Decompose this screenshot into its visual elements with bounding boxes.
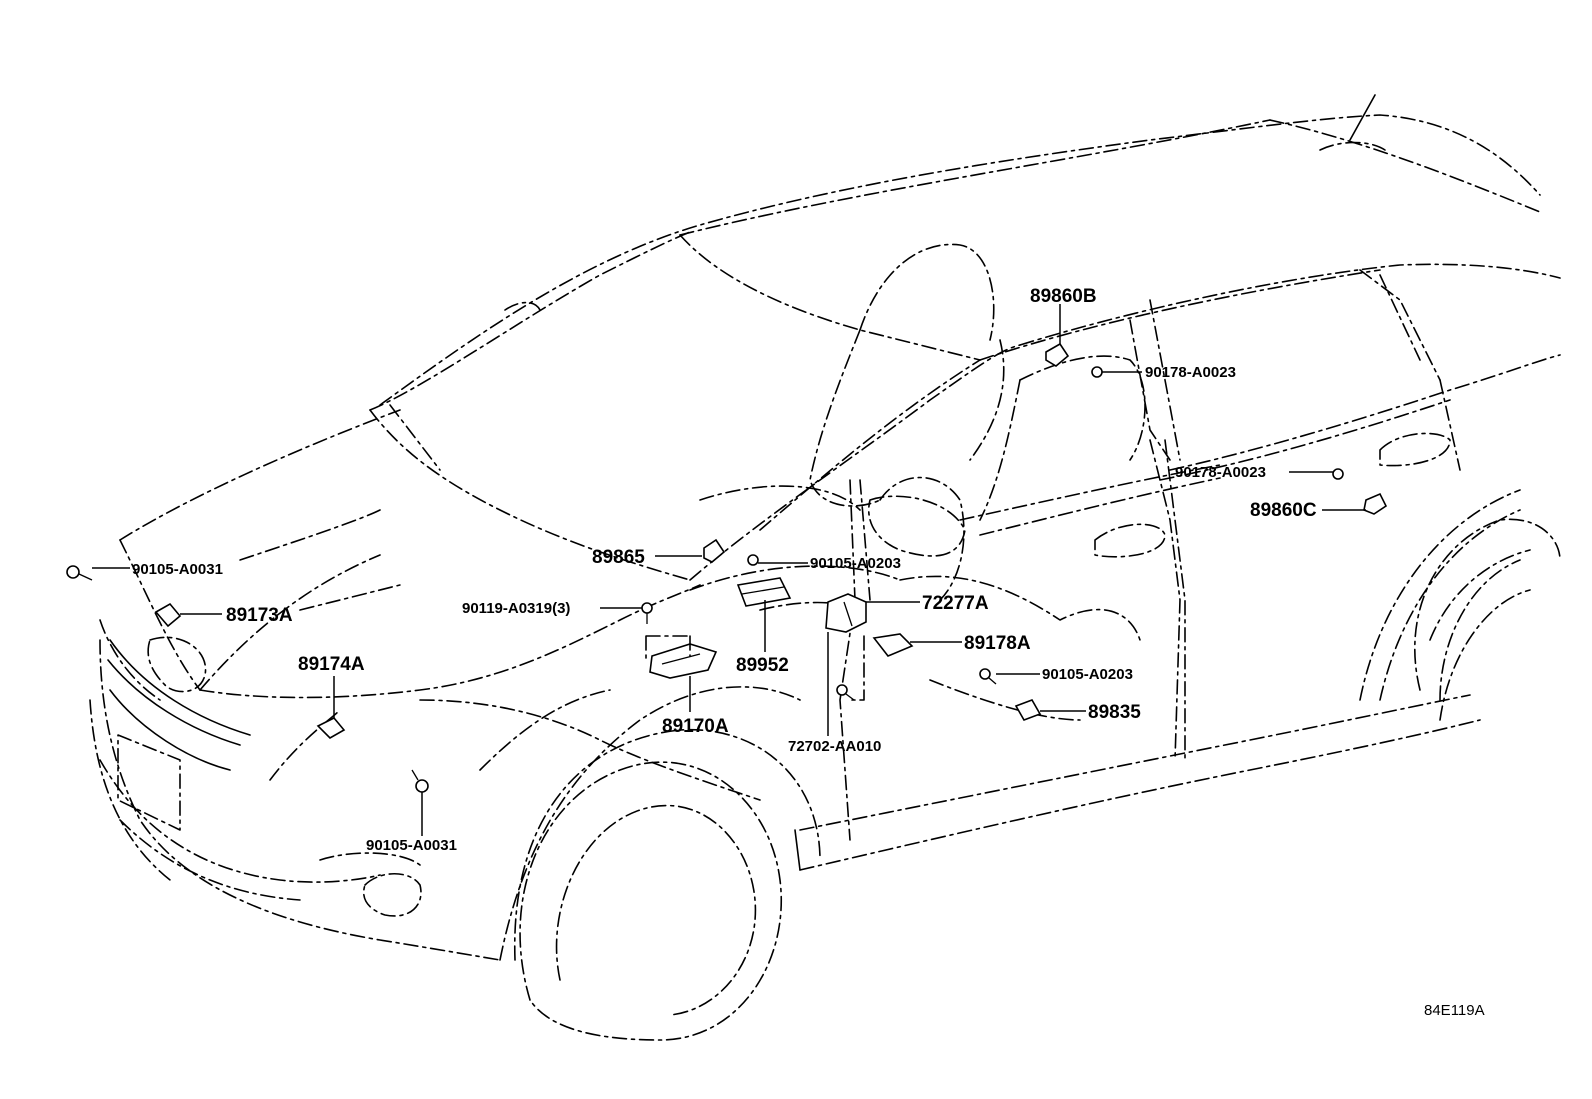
label-90105-A0203-bottom: 90105-A0203 <box>1042 666 1133 683</box>
parts <box>66 342 1388 793</box>
sensor-89178A <box>872 633 914 657</box>
sensor-89860C <box>1332 468 1388 515</box>
label-89860B: 89860B <box>1030 286 1097 307</box>
leader-lines <box>92 304 1366 836</box>
sensor-89865 <box>703 538 759 566</box>
sensor-89174A <box>316 717 346 739</box>
label-89860C: 89860C <box>1250 500 1317 521</box>
vehicle-outline <box>89 94 1561 1041</box>
sensor-89835 <box>1014 699 1042 721</box>
label-90105-A0203-top: 90105-A0203 <box>810 555 901 572</box>
part-labels: 89860B 90178-A0023 90178-A0023 89860C 89… <box>132 286 1485 1019</box>
module-89952 <box>736 577 792 607</box>
label-90178-A0023-top: 90178-A0023 <box>1145 364 1236 381</box>
label-90105-A0031-bottom: 90105-A0031 <box>366 837 457 854</box>
label-90119-A0319: 90119-A0319(3) <box>462 600 570 617</box>
bolt-90105-A0031-bottom <box>411 769 429 793</box>
label-90105-A0031-left: 90105-A0031 <box>132 561 223 578</box>
bolt-72702-AA010 <box>836 635 865 701</box>
bolt-90119-A0319 <box>641 602 653 624</box>
bolt-90105-A0031-left <box>66 565 93 581</box>
bracket-72277A <box>825 593 867 633</box>
label-89173A: 89173A <box>226 605 293 626</box>
sensor-89860B <box>1045 342 1103 378</box>
label-89952: 89952 <box>736 655 789 676</box>
label-89170A: 89170A <box>662 716 729 737</box>
label-89865: 89865 <box>592 547 645 568</box>
label-90178-A0023-right: 90178-A0023 <box>1175 464 1266 481</box>
label-72702-AA010: 72702-AA010 <box>788 738 881 755</box>
label-89174A: 89174A <box>298 654 365 675</box>
label-89835: 89835 <box>1088 702 1141 723</box>
ecu-89170A <box>645 635 718 679</box>
label-72277A: 72277A <box>922 593 989 614</box>
bolt-90105-A0203-bottom <box>979 668 997 685</box>
label-89178A: 89178A <box>964 633 1031 654</box>
diagram-code: 84E119A <box>1424 1002 1485 1019</box>
sensor-89173A <box>154 602 182 628</box>
